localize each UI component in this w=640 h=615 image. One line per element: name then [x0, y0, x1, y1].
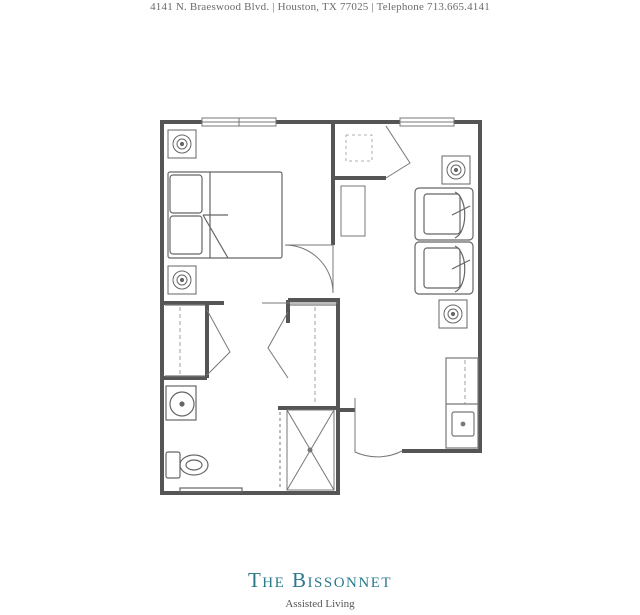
exterior-walls — [160, 120, 482, 495]
lamp-icon — [167, 129, 197, 159]
armchair — [414, 241, 474, 295]
windows — [201, 117, 455, 127]
sink-icon — [165, 385, 197, 421]
address-line: 4141 N. Braeswood Blvd. | Houston, TX 77… — [150, 1, 490, 13]
lamp-icon — [438, 299, 468, 329]
community-title: The Bissonnet — [247, 568, 393, 592]
shower — [279, 409, 335, 491]
closets — [179, 307, 466, 405]
toilet-icon — [165, 451, 209, 479]
armchair — [414, 187, 474, 241]
community-subtitle: Assisted Living — [285, 598, 355, 610]
closet-frames — [165, 304, 336, 377]
lamp-icon — [441, 155, 471, 185]
bed — [167, 171, 283, 259]
dresser — [340, 185, 366, 237]
grab-bar — [179, 487, 243, 493]
kitchenette — [445, 357, 479, 449]
doors — [206, 125, 411, 458]
interior-walls — [162, 122, 386, 410]
lamp-icon — [167, 265, 197, 295]
closet-box — [345, 134, 373, 162]
